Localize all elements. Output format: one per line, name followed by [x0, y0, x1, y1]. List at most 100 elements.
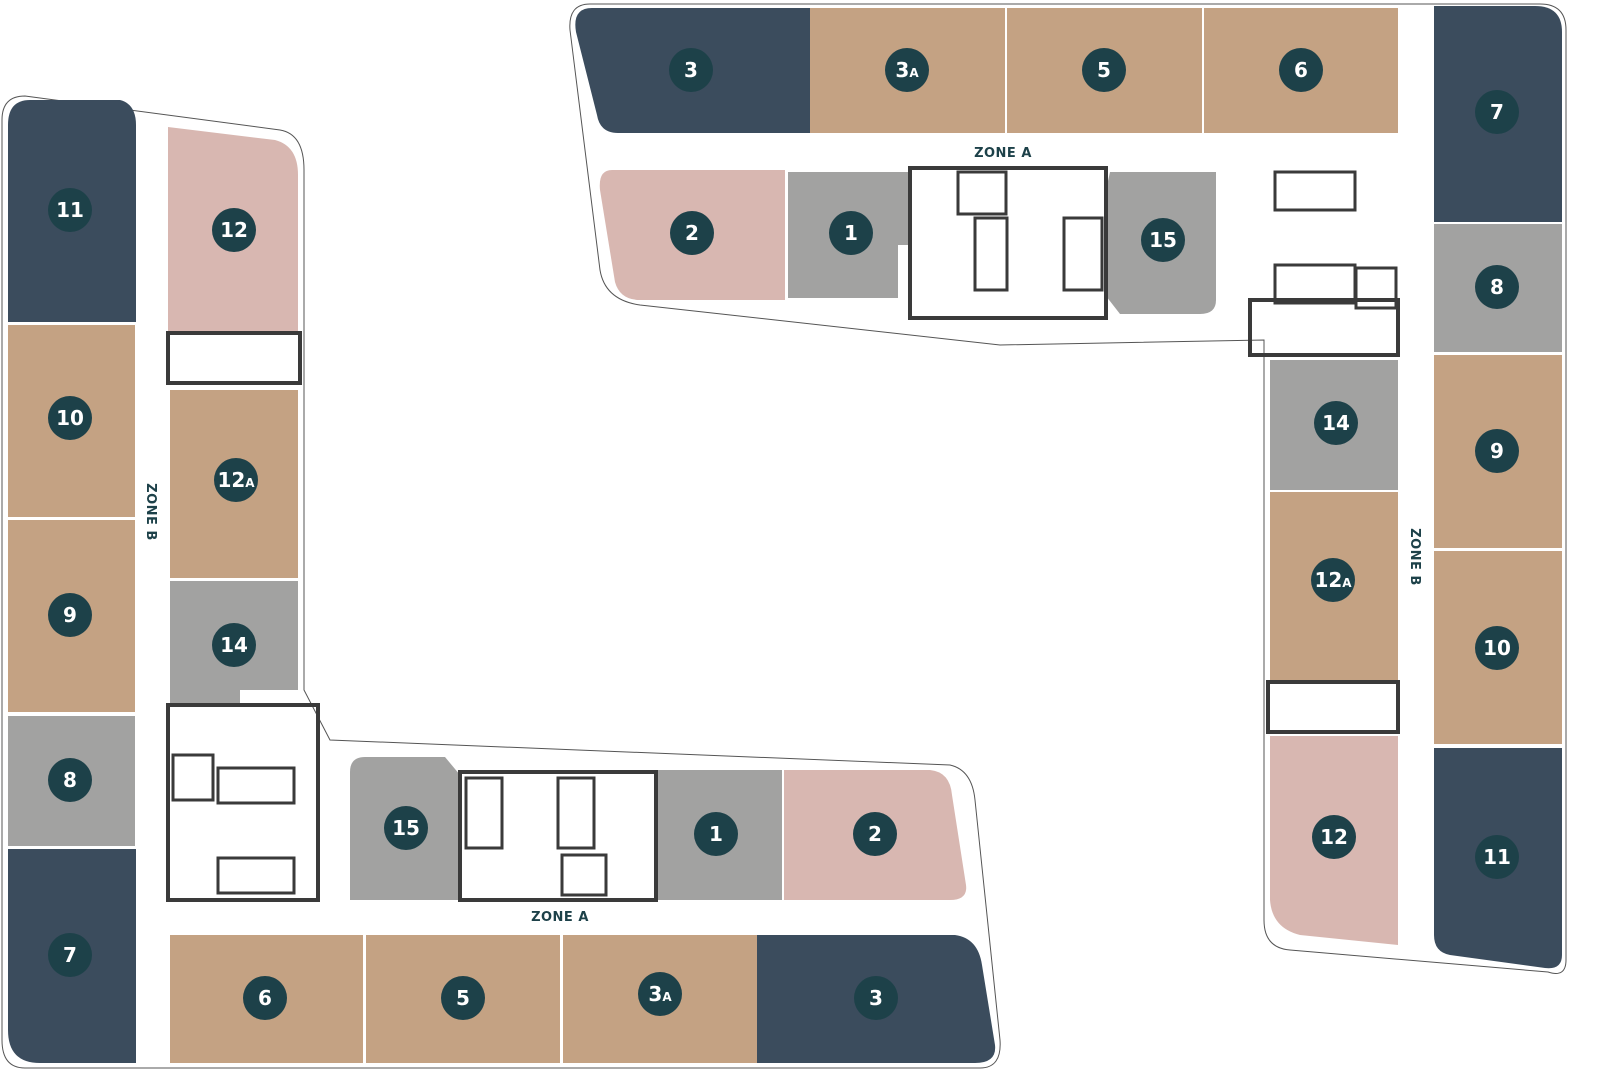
unit-badge[interactable]: 8: [48, 758, 92, 802]
unit-badge-circle: [48, 396, 92, 440]
unit-badge-circle: [1141, 218, 1185, 262]
unit-badge[interactable]: 6: [243, 976, 287, 1020]
unit-badge[interactable]: 12: [212, 208, 256, 252]
zone-label-bottom-a: ZONE A: [531, 910, 589, 925]
unit-badge-circle: [829, 211, 873, 255]
unit-badge[interactable]: 3A: [638, 972, 682, 1016]
unit-number: 10: [56, 406, 84, 430]
unit-badge-circle: [1475, 835, 1519, 879]
core-bottom: [166, 331, 658, 902]
unit-suffix-text: A: [909, 66, 919, 80]
unit-number: 8: [63, 768, 77, 792]
unit-badge-circle: [212, 623, 256, 667]
unit-number: 7: [63, 943, 77, 967]
unit-badge[interactable]: 5: [1082, 48, 1126, 92]
unit-number-text: 5: [456, 986, 470, 1010]
unit-badge-circle: [1475, 265, 1519, 309]
unit-number-text: 15: [1149, 228, 1177, 252]
unit-number-text: 12: [217, 468, 245, 492]
unit-number: 12: [220, 218, 248, 242]
zone-label-left-b: ZONE B: [143, 483, 158, 541]
unit-number-text: 3: [648, 982, 662, 1006]
unit-badge-circle: [669, 48, 713, 92]
unit-badge[interactable]: 3A: [885, 48, 929, 92]
unit-badge-circle: [1475, 90, 1519, 134]
unit-badge[interactable]: 12: [1312, 815, 1356, 859]
unit-number-text: 14: [220, 633, 248, 657]
unit-number-text: 12: [1314, 568, 1342, 592]
unit-badge[interactable]: 1: [694, 812, 738, 856]
unit-badge-circle: [48, 593, 92, 637]
unit-badge[interactable]: 14: [212, 623, 256, 667]
unit-badge[interactable]: 8: [1475, 265, 1519, 309]
unit-number-text: 8: [1490, 275, 1504, 299]
unit-number: 12: [1320, 825, 1348, 849]
unit-number-text: 3: [869, 986, 883, 1010]
unit-badge[interactable]: 14: [1314, 401, 1358, 445]
unit-badge-circle: [243, 976, 287, 1020]
unit-badge[interactable]: 11: [1475, 835, 1519, 879]
unit-number-text: 9: [1490, 439, 1504, 463]
unit-badge[interactable]: 15: [384, 806, 428, 850]
unit-badge[interactable]: 10: [48, 396, 92, 440]
unit-number: 9: [1490, 439, 1504, 463]
unit-badge[interactable]: 7: [48, 933, 92, 977]
unit-number-text: 7: [1490, 100, 1504, 124]
unit-badge-circle: [212, 208, 256, 252]
unit-badge[interactable]: 2: [670, 211, 714, 255]
unit-badge[interactable]: 2: [853, 812, 897, 856]
unit-number: 5: [1097, 58, 1111, 82]
unit-number: 14: [220, 633, 248, 657]
unit-badge[interactable]: 3: [854, 976, 898, 1020]
unit-badge-circle: [48, 933, 92, 977]
unit-number-text: 3: [895, 58, 909, 82]
unit-badge-circle: [48, 188, 92, 232]
unit-number: 5: [456, 986, 470, 1010]
unit-number: 9: [63, 603, 77, 627]
unit-badge[interactable]: 3: [669, 48, 713, 92]
unit-badge[interactable]: 10: [1475, 626, 1519, 670]
unit-number-text: 10: [1483, 636, 1511, 660]
unit-number: 15: [392, 816, 420, 840]
unit-badge-circle: [441, 976, 485, 1020]
unit-badge-circle: [853, 812, 897, 856]
unit-number: 3: [684, 58, 698, 82]
unit-number-text: 6: [1294, 58, 1308, 82]
unit-number-text: 5: [1097, 58, 1111, 82]
unit-number: 14: [1322, 411, 1350, 435]
unit-number: 3: [869, 986, 883, 1010]
unit-badge[interactable]: 11: [48, 188, 92, 232]
unit-badge-circle: [1279, 48, 1323, 92]
unit-badge[interactable]: 5: [441, 976, 485, 1020]
unit-badge[interactable]: 9: [48, 593, 92, 637]
unit-badge[interactable]: 12A: [214, 458, 258, 502]
unit-badge[interactable]: 7: [1475, 90, 1519, 134]
unit-badge[interactable]: 9: [1475, 429, 1519, 473]
unit-badge-circle: [1311, 558, 1355, 602]
unit-number: 12A: [217, 468, 255, 492]
unit-number-text: 9: [63, 603, 77, 627]
unit-badge[interactable]: 12A: [1311, 558, 1355, 602]
unit-badge-circle: [694, 812, 738, 856]
unit-number-text: 2: [685, 221, 699, 245]
unit-number: 3A: [895, 58, 919, 82]
unit-suffix-text: A: [245, 476, 255, 490]
unit-badge[interactable]: 1: [829, 211, 873, 255]
unit-badge-circle: [854, 976, 898, 1020]
unit-number: 2: [685, 221, 699, 245]
unit-badge-circle: [670, 211, 714, 255]
unit-number-text: 1: [844, 221, 858, 245]
unit-badge[interactable]: 15: [1141, 218, 1185, 262]
unit-number: 6: [258, 986, 272, 1010]
unit-number: 7: [1490, 100, 1504, 124]
unit-badge-circle: [1314, 401, 1358, 445]
unit-number-text: 6: [258, 986, 272, 1010]
unit-number-text: 10: [56, 406, 84, 430]
unit-number-text: 3: [684, 58, 698, 82]
unit-number-text: 14: [1322, 411, 1350, 435]
unit-badge-circle: [48, 758, 92, 802]
unit-number: 2: [868, 822, 882, 846]
unit-badge[interactable]: 6: [1279, 48, 1323, 92]
